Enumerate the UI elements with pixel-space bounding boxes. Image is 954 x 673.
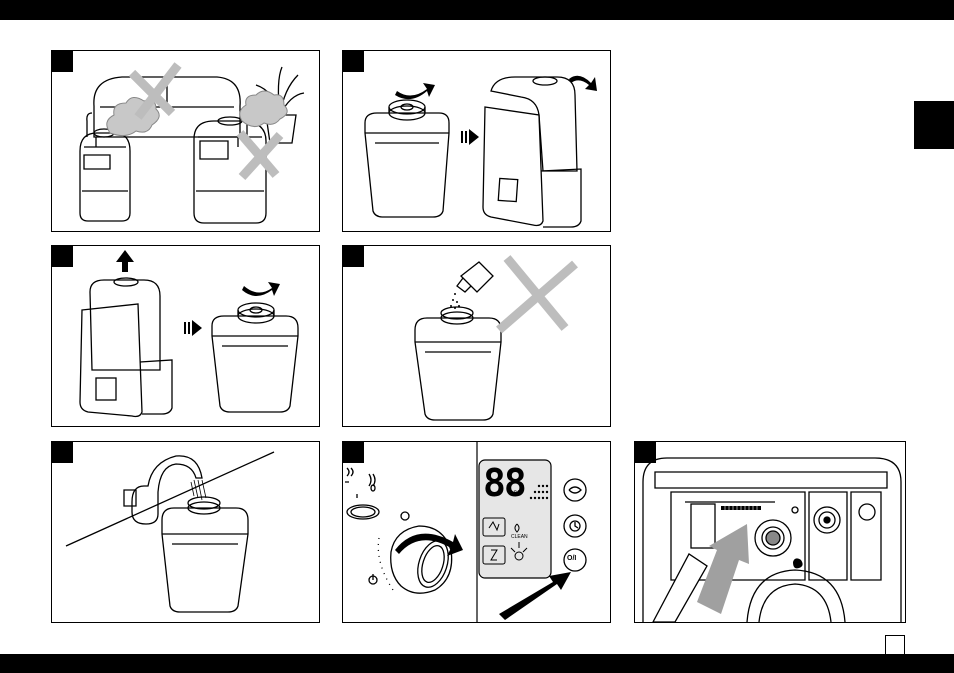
power-button-label: O/I	[567, 555, 576, 562]
section-tab	[914, 101, 954, 149]
step-panel-placement	[51, 50, 320, 232]
bottom-bar	[0, 654, 954, 673]
rotate-arrow-icon	[569, 76, 597, 91]
humidifier-right	[194, 117, 266, 223]
lift-arrow-icon	[116, 250, 134, 272]
fill-water-illustration	[52, 442, 320, 623]
no-additives-illustration	[343, 246, 611, 427]
step-panel-fill-water	[51, 441, 320, 623]
step-panel-insert-cartridge	[634, 441, 906, 623]
step-panel-no-additives	[342, 245, 611, 427]
display-percent: %	[514, 490, 520, 497]
clean-label: CLEAN	[511, 534, 528, 540]
humidifier-left	[80, 129, 130, 221]
step-panel-remove-tank	[51, 245, 320, 427]
remove-tank-illustration	[52, 246, 320, 427]
controls-illustration	[343, 442, 611, 623]
page-number-box	[885, 635, 905, 655]
press-arrow-icon	[499, 572, 571, 620]
top-bar	[0, 0, 954, 20]
next-step-arrow-icon	[184, 320, 202, 336]
rotate-arrow-icon	[242, 282, 280, 296]
rotate-arrow-icon	[395, 83, 435, 99]
step-panel-open-lid	[342, 50, 611, 232]
next-step-arrow-icon	[461, 129, 479, 145]
steam-cloud-right	[240, 91, 287, 127]
step-panel-controls: 88 % CLEAN O/I	[342, 441, 611, 623]
warning-cross-icon	[499, 258, 575, 330]
placement-illustration	[52, 51, 320, 232]
fan-speed-button	[564, 479, 586, 501]
insert-cartridge-illustration	[635, 442, 906, 623]
open-lid-illustration	[343, 51, 611, 232]
